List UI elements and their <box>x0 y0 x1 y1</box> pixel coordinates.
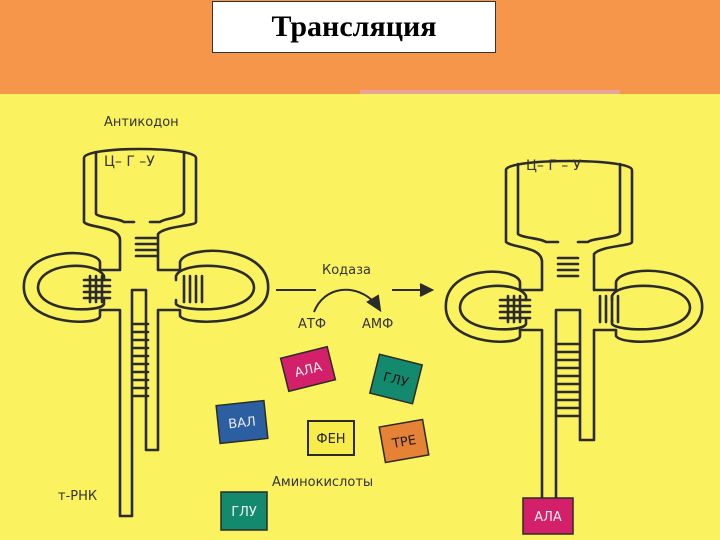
label-trna: т-РНК <box>58 489 97 504</box>
trna-left-d-loop <box>36 264 106 311</box>
amino-acid-label: ТРЕ <box>390 433 417 452</box>
amino-acid-tre: ТРЕ <box>378 418 430 464</box>
trna-left-anticodon-loop <box>94 150 186 224</box>
trna-right-anticodon-loop <box>516 162 622 244</box>
amino-acid-label: АЛА <box>534 510 562 525</box>
amino-acid-label: ФЕН <box>316 432 345 447</box>
amino-acid-val: ВАЛ <box>215 399 269 445</box>
curved-arrow-icon <box>313 288 382 313</box>
amino-acid-label: ГЛУ <box>231 505 257 520</box>
trna-right-t-loop <box>610 284 692 331</box>
amino-acid-label: ВАЛ <box>228 415 257 433</box>
label-enzyme: Кодаза <box>322 263 371 278</box>
label-amino-acids: Аминокислоты <box>272 475 373 490</box>
amino-acid-ala-attached: АЛА <box>522 497 574 535</box>
amino-acid-label: ГЛУ <box>381 370 410 391</box>
header-divider <box>360 90 620 94</box>
right-arrow-icon <box>276 283 435 297</box>
label-atp: АТФ <box>298 317 326 332</box>
amino-acid-glu-bottom: ГЛУ <box>220 491 268 531</box>
amino-acid-glu-top: ГЛУ <box>368 353 424 405</box>
amino-acid-ala-free: АЛА <box>279 345 337 393</box>
trna-right-outline <box>444 159 704 510</box>
label-anticodon: Антикодон <box>104 115 179 130</box>
translation-diagram: Антикодон Ц– Г –У Ц– Г – У Кодаза АТФ АМ… <box>0 94 720 540</box>
trna-right <box>444 159 704 510</box>
label-codon-right: Ц– Г – У <box>526 158 582 174</box>
amino-acid-phe: ФЕН <box>307 420 355 456</box>
amino-acid-label: АЛА <box>293 360 323 381</box>
trna-left <box>22 147 270 518</box>
label-codon-left: Ц– Г –У <box>104 154 155 170</box>
trna-right-stem-pairs <box>498 256 620 418</box>
trna-left-stem-pairs <box>82 236 204 398</box>
trna-left-t-loop <box>174 264 256 311</box>
slide-title: Трансляция <box>212 1 496 53</box>
trna-right-d-loop <box>458 284 528 331</box>
label-amp: АМФ <box>362 317 393 332</box>
